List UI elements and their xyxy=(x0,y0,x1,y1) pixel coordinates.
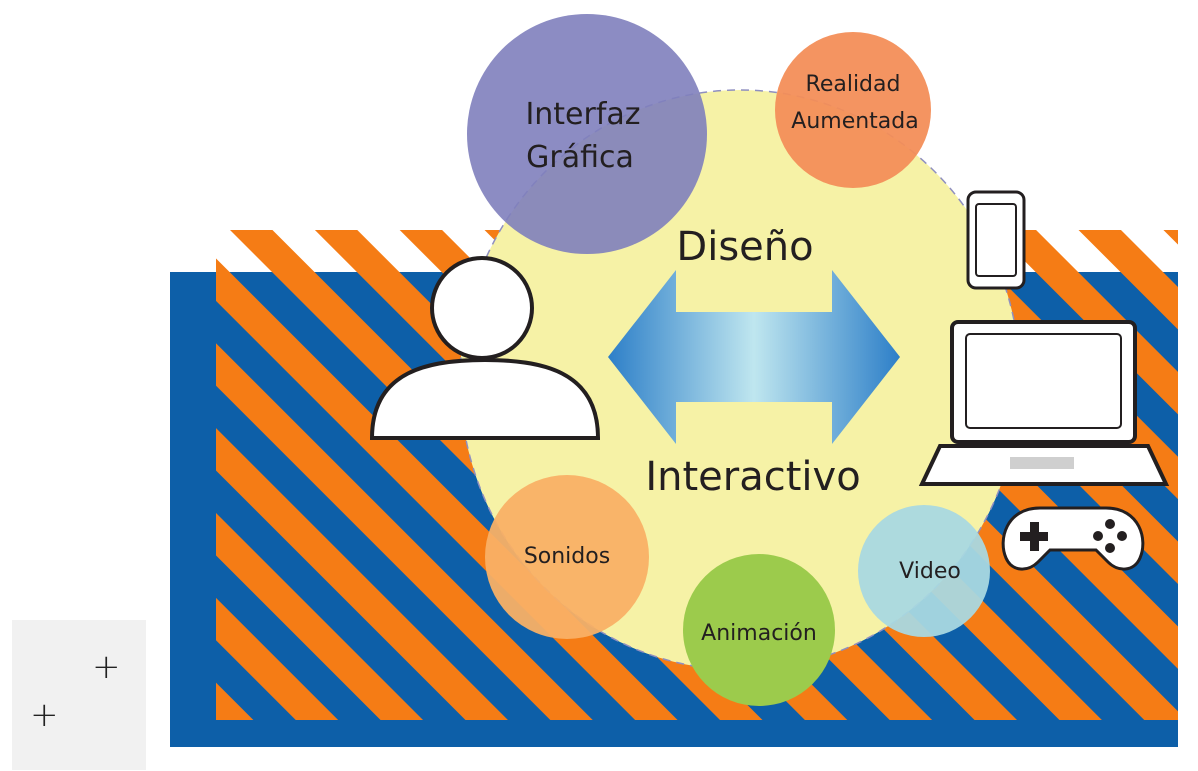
sonidos-label: Sonidos xyxy=(524,544,610,569)
bottom-blue-edge xyxy=(170,720,1178,747)
realidad-label-line2: Aumentada xyxy=(791,109,918,134)
left-blue-edge xyxy=(170,272,216,747)
double-arrow-icon xyxy=(608,270,900,444)
gamepad-icon xyxy=(1001,506,1145,571)
laptop-icon xyxy=(918,320,1170,486)
realidad-circle xyxy=(775,32,931,188)
user-icon xyxy=(369,256,601,440)
center-title-top: Diseño xyxy=(676,224,813,270)
sonidos-circle xyxy=(485,475,649,639)
plus-panel: + + xyxy=(12,620,146,770)
video-circle xyxy=(858,505,990,637)
animacion-label: Animación xyxy=(701,621,817,646)
plus-icon[interactable]: + xyxy=(30,695,59,735)
interfaz-label-line2: Gráfica xyxy=(526,140,634,175)
center-title-bottom: Interactivo xyxy=(645,454,860,500)
plus-icon[interactable]: + xyxy=(92,647,121,687)
smartphone-icon xyxy=(966,190,1026,290)
realidad-label-line1: Realidad xyxy=(806,72,901,97)
video-label: Video xyxy=(899,559,961,584)
interfaz-circle xyxy=(467,14,707,254)
animacion-circle xyxy=(683,554,835,706)
interfaz-label-line1: Interfaz xyxy=(525,97,640,132)
